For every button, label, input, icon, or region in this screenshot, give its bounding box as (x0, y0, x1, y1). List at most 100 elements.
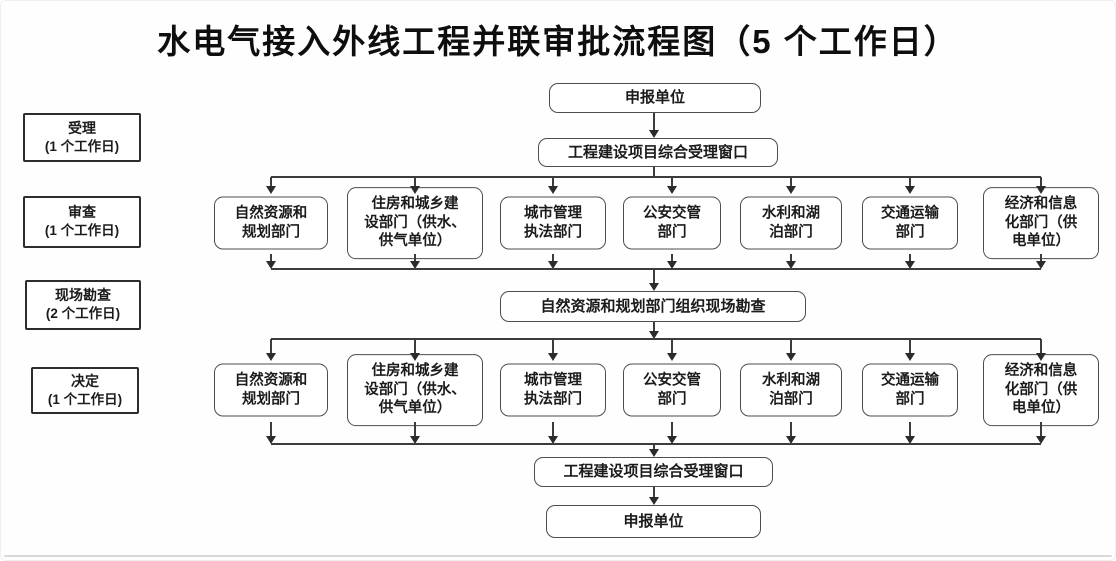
flow-line (271, 443, 1041, 445)
flow-line (271, 176, 1041, 178)
flow-line (790, 177, 792, 186)
dept-box-row1-6: 经济和信息 化部门（供 电单位） (983, 187, 1099, 259)
arrowhead-down-icon (410, 353, 420, 361)
flow-line (653, 444, 655, 450)
dept-box-row1-1: 住房和城乡建 设部门（供水、 供气单位） (347, 187, 483, 259)
dept-box-row2-4: 水利和湖 泊部门 (740, 363, 842, 417)
stage-name: 审查 (68, 204, 96, 221)
stage-name: 受理 (68, 119, 96, 136)
flow-line (270, 254, 272, 262)
flow-line (552, 422, 554, 436)
arrowhead-down-icon (410, 186, 420, 194)
flow-line (790, 254, 792, 262)
node-window-bottom: 工程建设项目综合受理窗口 (534, 457, 773, 487)
stage-name: 现场勘查 (55, 287, 111, 304)
stage-box-site-survey: 现场勘查 (2 个工作日) (25, 280, 141, 330)
flow-line (790, 422, 792, 436)
flow-line (552, 339, 554, 353)
flow-line (1040, 177, 1042, 186)
flow-line (909, 177, 911, 186)
flow-line (790, 339, 792, 353)
flow-line (270, 422, 272, 436)
stage-duration: (1 个工作日) (47, 391, 123, 407)
flow-line (653, 167, 655, 177)
flow-line (653, 113, 655, 131)
arrowhead-down-icon (649, 331, 659, 339)
arrowhead-down-icon (1036, 261, 1046, 269)
arrowhead-down-icon (905, 436, 915, 444)
flow-line (270, 339, 272, 353)
stage-box-review: 审查 (1 个工作日) (23, 196, 141, 248)
stage-duration: (2 个工作日) (45, 306, 121, 322)
arrowhead-down-icon (905, 186, 915, 194)
dept-box-row2-2: 城市管理 执法部门 (500, 363, 606, 417)
arrowhead-down-icon (786, 186, 796, 194)
flow-line (653, 269, 655, 284)
stage-box-accept: 受理 (1 个工作日) (23, 113, 141, 162)
image-bottom-edge (4, 555, 1112, 557)
arrowhead-down-icon (667, 186, 677, 194)
flow-line (653, 487, 655, 497)
flow-line (552, 254, 554, 262)
diagram-title: 水电气接入外线工程并联审批流程图（5 个工作日） (157, 23, 959, 60)
node-site-survey: 自然资源和规划部门组织现场勘查 (500, 291, 806, 322)
flow-line (1040, 254, 1042, 262)
flow-line (1040, 339, 1042, 353)
dept-box-row1-0: 自然资源和 规划部门 (214, 196, 328, 250)
stage-duration: (1 个工作日) (44, 223, 120, 239)
flow-line (653, 322, 655, 332)
arrowhead-down-icon (905, 353, 915, 361)
dept-box-row2-3: 公安交管 部门 (623, 363, 721, 417)
flow-line (671, 177, 673, 186)
dept-box-row1-2: 城市管理 执法部门 (500, 196, 606, 250)
flow-line (671, 254, 673, 262)
arrowhead-down-icon (410, 436, 420, 444)
flow-line (909, 339, 911, 353)
node-window-top: 工程建设项目综合受理窗口 (538, 138, 778, 167)
arrowhead-down-icon (786, 436, 796, 444)
dept-box-row2-1: 住房和城乡建 设部门（供水、 供气单位） (347, 354, 483, 426)
arrowhead-down-icon (649, 130, 659, 138)
arrowhead-down-icon (905, 261, 915, 269)
stage-name: 决定 (71, 372, 99, 389)
arrowhead-down-icon (786, 261, 796, 269)
arrowhead-down-icon (649, 497, 659, 505)
flow-line (270, 177, 272, 186)
flow-line (414, 254, 416, 262)
arrowhead-down-icon (548, 186, 558, 194)
arrowhead-down-icon (266, 436, 276, 444)
flow-line (414, 339, 416, 353)
stage-box-decision: 决定 (1 个工作日) (31, 367, 139, 414)
dept-box-row2-5: 交通运输 部门 (862, 363, 958, 417)
arrowhead-down-icon (1036, 353, 1046, 361)
arrowhead-down-icon (548, 261, 558, 269)
flow-line (552, 177, 554, 186)
arrowhead-down-icon (667, 353, 677, 361)
arrowhead-down-icon (266, 261, 276, 269)
flow-line (909, 422, 911, 436)
arrowhead-down-icon (548, 353, 558, 361)
node-applicant-bottom: 申报单位 (546, 505, 761, 538)
arrowhead-down-icon (410, 261, 420, 269)
node-applicant-top: 申报单位 (549, 83, 761, 113)
arrowhead-down-icon (1036, 436, 1046, 444)
flow-line (414, 177, 416, 186)
arrowhead-down-icon (667, 436, 677, 444)
dept-box-row1-5: 交通运输 部门 (862, 196, 958, 250)
arrowhead-down-icon (266, 186, 276, 194)
arrowhead-down-icon (667, 261, 677, 269)
flow-line (414, 422, 416, 436)
flow-line (1040, 422, 1042, 436)
stage-duration: (1 个工作日) (44, 138, 120, 154)
arrowhead-down-icon (649, 449, 659, 457)
dept-box-row2-6: 经济和信息 化部门（供 电单位） (983, 354, 1099, 426)
arrowhead-down-icon (548, 436, 558, 444)
flow-line (909, 254, 911, 262)
flow-line (271, 338, 1041, 340)
arrowhead-down-icon (649, 283, 659, 291)
arrowhead-down-icon (1036, 186, 1046, 194)
flow-line (271, 268, 1041, 270)
arrowhead-down-icon (786, 353, 796, 361)
dept-box-row1-3: 公安交管 部门 (623, 196, 721, 250)
